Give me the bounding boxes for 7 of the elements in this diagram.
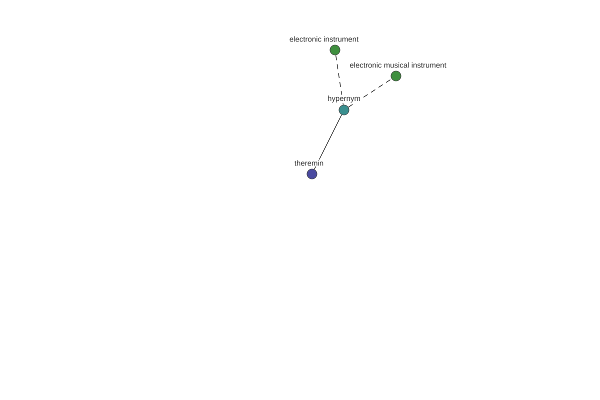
graph-node [338, 104, 350, 116]
connector-line [348, 78, 392, 108]
connector-line [336, 54, 344, 106]
graph-node [306, 168, 318, 180]
graph-node [330, 44, 340, 56]
connector-line [314, 114, 342, 170]
graph-node [390, 70, 402, 82]
